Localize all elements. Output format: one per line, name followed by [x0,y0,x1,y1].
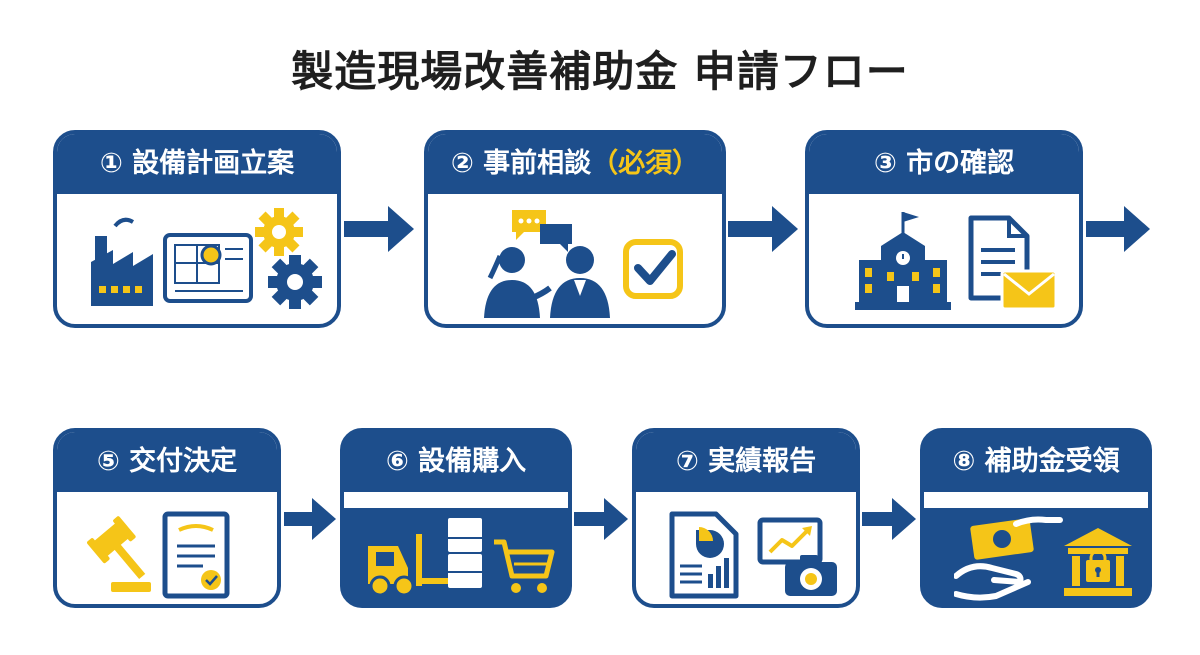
envelope-icon [1000,269,1058,311]
step-label: 実績報告 [708,446,817,477]
checkbox-icon [623,239,683,299]
step-number: ② [450,148,474,179]
forklift-icon [368,534,452,597]
step-card-7: ⑦ 実績報告 [632,428,860,608]
step-label: 市の確認 [906,148,1015,179]
gavel-icon [87,516,151,592]
step-number: ① [99,148,123,179]
flow-arrow-6 [574,498,628,540]
consultation-people-icon [484,246,610,318]
flow-arrow-2 [728,206,798,252]
flow-arrow-1 [344,206,414,252]
money-hand-icon [954,516,1063,601]
step-card-6: ⑥ 設備購入 [340,428,572,608]
flow-arrow-5 [284,498,336,540]
city-hall-icon [855,212,951,310]
step-note: （必須） [591,148,700,179]
step-number: ⑧ [952,446,976,477]
camera-icon [785,555,837,596]
step-header-6: ⑥ 設備購入 [344,432,568,492]
step-header-8: ⑧ 補助金受領 [924,432,1148,492]
gear-icon [255,208,322,309]
step-label: 補助金受領 [984,446,1120,477]
boxes-icon [448,518,482,588]
step-header-1: ① 設備計画立案 [57,134,337,194]
step-number: ③ [873,148,897,179]
step-card-2: ② 事前相談（必須） [424,130,726,328]
step-label: 設備計画立案 [132,148,295,179]
certificate-icon [162,511,230,599]
step-card-8: ⑧ 補助金受領 [920,428,1152,608]
page-title: 製造現場改善補助金 申請フロー [291,47,909,96]
report-icon [669,511,739,599]
bank-icon [1064,528,1132,596]
speech-bubble-icon [512,210,572,252]
step-header-7: ⑦ 実績報告 [636,432,856,492]
factory-icon [91,217,153,306]
step-number: ⑦ [675,446,699,477]
shopping-cart-icon [494,539,555,593]
header-divider [344,492,568,508]
header-divider [924,492,1148,508]
step-label: 事前相談 [483,148,592,179]
step-header-3: ③ 市の確認 [809,134,1079,194]
step-header-2: ② 事前相談（必須） [428,134,722,194]
step-number: ⑤ [96,446,120,477]
step-label: 設備購入 [418,446,527,477]
blueprint-icon [163,233,253,303]
step-header-5: ⑤ 交付決定 [57,432,277,492]
flow-arrow-3 [1086,206,1150,252]
step-label: 交付決定 [129,446,238,477]
step-number: ⑥ [385,446,409,477]
step-card-1: ① 設備計画立案 [53,130,341,328]
step-card-5: ⑤ 交付決定 [53,428,281,608]
flow-arrow-7 [862,498,916,540]
step-card-3: ③ 市の確認 [805,130,1083,328]
